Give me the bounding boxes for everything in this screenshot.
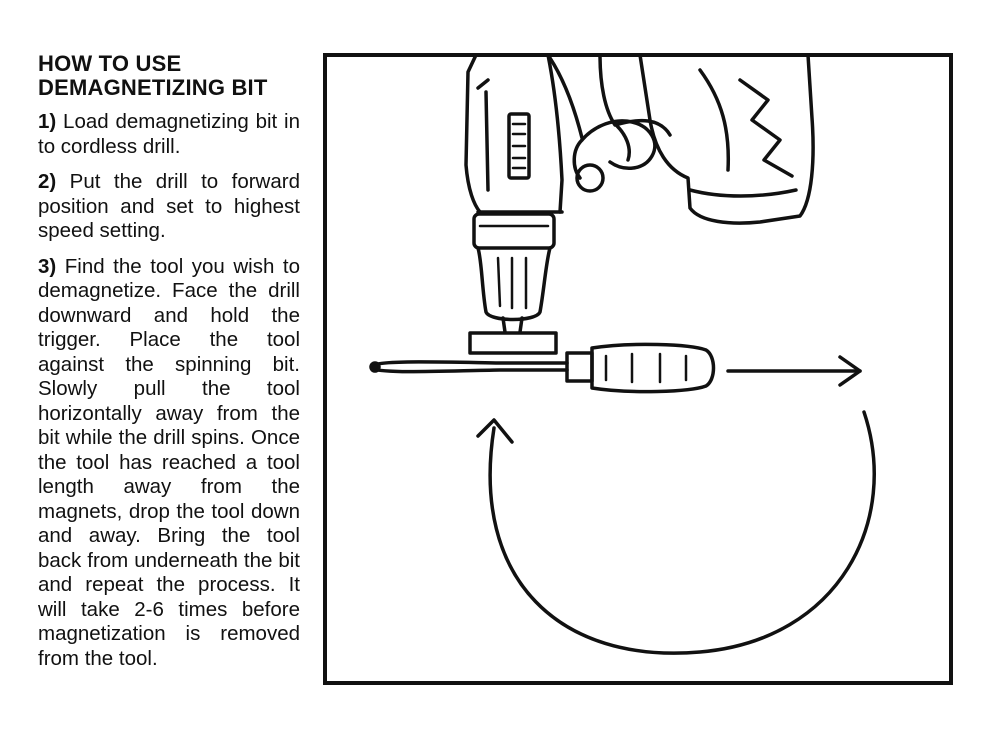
step-1: 1) Load demagnetizing bit in to cordless… [38,110,300,159]
step-1-number: 1) [38,110,57,133]
screwdriver-icon [369,342,716,394]
title-line-2: DEMAGNETIZING BIT [38,75,268,100]
drill-battery-icon [638,57,815,225]
speed-selector-icon [507,112,531,180]
demagnetizing-illustration [369,57,876,655]
title-line-1: HOW TO USE [38,51,182,76]
instructions-title: HOW TO USE DEMAGNETIZING BIT [38,52,300,100]
drill-chuck-icon [472,212,556,334]
demagnetizing-bit-icon [468,331,558,355]
step-2: 2) Put the drill to forward position and… [38,170,300,244]
step-1-text: Load demagnetizing bit in to cordless dr… [38,110,301,158]
step-2-number: 2) [38,170,57,193]
step-3-text: Find the tool you wish to demagnetize. F… [38,254,300,670]
step-3: 3) Find the tool you wish to demagnetize… [38,255,300,672]
return-loop-arrow-icon [476,410,876,655]
illustration-frame [323,53,953,685]
pull-arrow-icon [726,355,862,387]
drill-handle-icon [547,57,672,193]
step-2-text: Put the drill to forward position and se… [38,170,300,242]
drill-body-icon [464,57,564,214]
instructions-panel: HOW TO USE DEMAGNETIZING BIT 1) Load dem… [38,52,300,682]
step-3-number: 3) [38,254,57,278]
